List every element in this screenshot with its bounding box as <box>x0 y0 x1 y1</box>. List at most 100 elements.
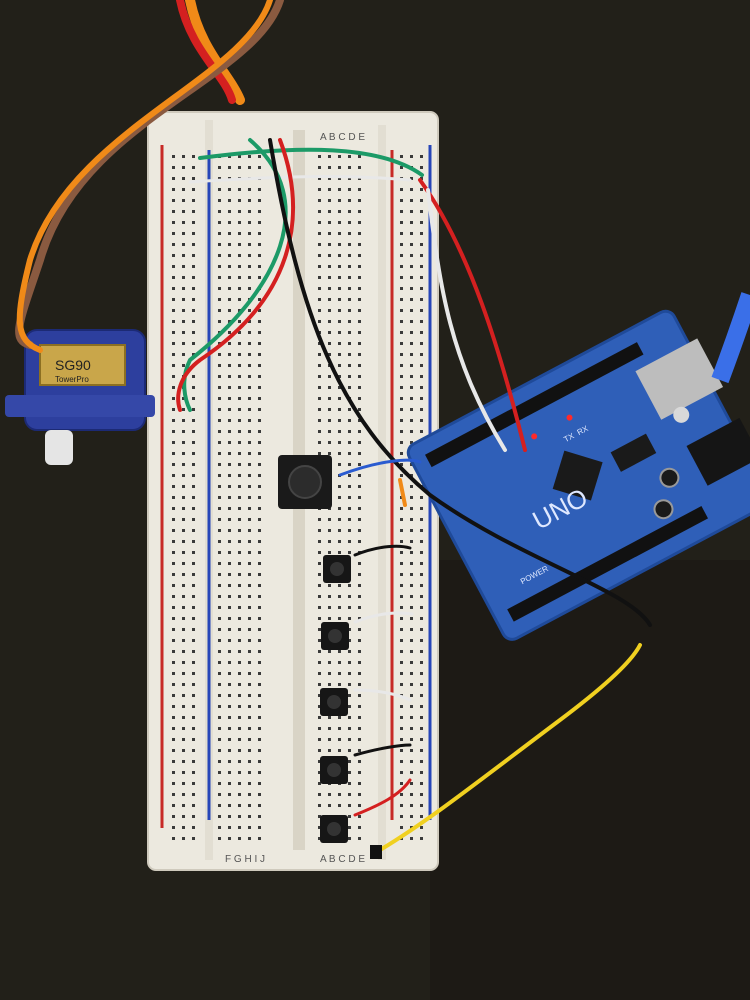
breadboard-hole <box>420 364 423 367</box>
push-button-1[interactable] <box>323 555 351 583</box>
breadboard-hole <box>228 672 231 675</box>
breadboard-hole <box>400 540 403 543</box>
breadboard-hole <box>338 243 341 246</box>
breadboard-hole <box>348 815 351 818</box>
breadboard-hole <box>318 661 321 664</box>
breadboard-hole <box>192 496 195 499</box>
breadboard-hole <box>420 243 423 246</box>
breadboard-hole <box>348 298 351 301</box>
breadboard-hole <box>218 551 221 554</box>
breadboard-hole <box>318 386 321 389</box>
breadboard-hole <box>358 232 361 235</box>
wire-green-servo <box>182 138 288 412</box>
breadboard-hole <box>410 573 413 576</box>
breadboard-hole <box>338 485 341 488</box>
wires <box>15 0 652 859</box>
breadboard-hole <box>420 320 423 323</box>
breadboard-hole <box>172 342 175 345</box>
usb-cable <box>711 292 750 384</box>
large-push-button[interactable] <box>278 455 332 509</box>
breadboard-hole <box>400 782 403 785</box>
breadboard-hole <box>192 738 195 741</box>
breadboard-hole <box>348 353 351 356</box>
breadboard-hole <box>228 419 231 422</box>
breadboard-hole <box>338 529 341 532</box>
breadboard-hole <box>248 584 251 587</box>
breadboard-hole <box>248 188 251 191</box>
breadboard-hole <box>400 804 403 807</box>
breadboard-hole <box>348 265 351 268</box>
breadboard-hole <box>218 650 221 653</box>
breadboard-hole <box>400 463 403 466</box>
breadboard-hole <box>348 232 351 235</box>
breadboard-hole <box>182 287 185 290</box>
breadboard-hole <box>192 342 195 345</box>
wire-yellow-plug <box>370 845 382 859</box>
breadboard-hole <box>172 815 175 818</box>
breadboard-hole <box>358 452 361 455</box>
breadboard-hole <box>192 430 195 433</box>
breadboard-hole <box>218 628 221 631</box>
breadboard-hole <box>218 815 221 818</box>
breadboard-hole <box>218 474 221 477</box>
breadboard-hole <box>358 408 361 411</box>
breadboard-hole <box>182 408 185 411</box>
breadboard-hole <box>318 265 321 268</box>
header-top <box>425 342 644 468</box>
breadboard-hole <box>400 364 403 367</box>
breadboard-hole <box>358 441 361 444</box>
breadboard-hole <box>192 419 195 422</box>
breadboard-hole <box>338 419 341 422</box>
breadboard-hole <box>410 342 413 345</box>
breadboard-hole <box>228 595 231 598</box>
breadboard-hole <box>318 727 321 730</box>
breadboard-hole <box>420 188 423 191</box>
breadboard-hole <box>192 551 195 554</box>
breadboard-hole <box>238 760 241 763</box>
breadboard-hole <box>318 529 321 532</box>
breadboard-hole <box>182 298 185 301</box>
breadboard-hole <box>420 518 423 521</box>
breadboard-hole <box>172 430 175 433</box>
wire-white-top <box>188 174 412 184</box>
breadboard-hole <box>400 771 403 774</box>
breadboard-hole <box>182 639 185 642</box>
breadboard-hole <box>192 562 195 565</box>
breadboard-hole <box>338 166 341 169</box>
breadboard-hole <box>238 430 241 433</box>
row-letters-bottom: A B C D E <box>320 854 365 865</box>
push-button-5[interactable] <box>320 815 348 843</box>
breadboard-hole <box>248 650 251 653</box>
breadboard-hole <box>410 232 413 235</box>
breadboard-hole <box>420 650 423 653</box>
breadboard-hole <box>400 155 403 158</box>
breadboard-hole <box>328 419 331 422</box>
breadboard-hole <box>218 309 221 312</box>
breadboard-hole <box>400 254 403 257</box>
push-button-2[interactable] <box>321 622 349 650</box>
breadboard-hole <box>172 826 175 829</box>
breadboard-hole <box>238 606 241 609</box>
breadboard-hole <box>328 320 331 323</box>
breadboard-hole <box>192 760 195 763</box>
breadboard-hole <box>338 287 341 290</box>
breadboard-hole <box>410 793 413 796</box>
breadboard-hole <box>248 287 251 290</box>
push-button-3[interactable] <box>320 688 348 716</box>
breadboard-hole <box>318 518 321 521</box>
breadboard-hole <box>172 474 175 477</box>
push-button-4[interactable] <box>320 756 348 784</box>
breadboard-hole <box>182 496 185 499</box>
breadboard-hole <box>248 155 251 158</box>
breadboard-hole <box>238 793 241 796</box>
breadboard-hole <box>238 221 241 224</box>
breadboard-hole <box>410 177 413 180</box>
breadboard-hole <box>410 738 413 741</box>
breadboard-hole <box>358 309 361 312</box>
breadboard-hole <box>318 540 321 543</box>
breadboard-hole <box>358 375 361 378</box>
breadboard-hole <box>358 397 361 400</box>
breadboard-hole <box>338 727 341 730</box>
breadboard-hole <box>358 661 361 664</box>
breadboard-hole <box>192 210 195 213</box>
